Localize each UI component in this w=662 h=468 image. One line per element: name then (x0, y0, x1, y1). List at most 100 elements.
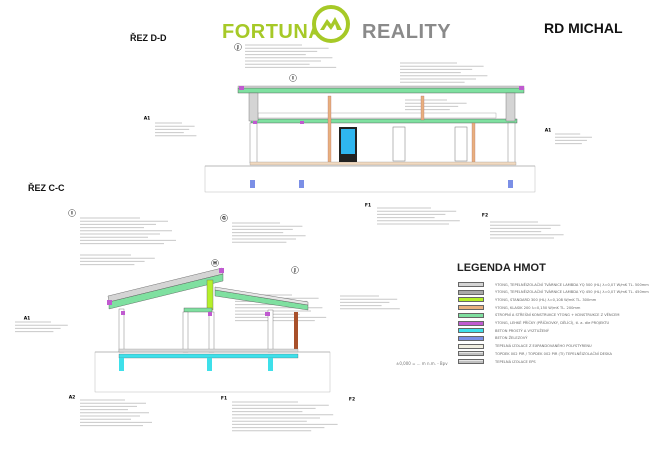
detail-marker: G (220, 214, 228, 222)
column (471, 122, 476, 165)
svg-text:F2: F2 (482, 213, 488, 219)
roof-low (214, 286, 309, 306)
ring-beam (253, 121, 257, 124)
detail-marker: H (211, 259, 219, 267)
legend-label: YTONG, TEPELNĚIZOLAČNÍ TVÁRNICE LAMBDA Y… (495, 282, 649, 287)
detail-marker: J (234, 43, 242, 51)
legend-item: YTONG, STANDARD 300 (HL) λ=0,108 W/mK TL… (458, 296, 596, 303)
ring-beam (208, 312, 212, 316)
foundation-outline (204, 165, 536, 193)
legend-swatch (458, 335, 484, 341)
legend-swatch (458, 359, 484, 364)
svg-text:F2: F2 (349, 397, 355, 403)
svg-text:H: H (213, 261, 217, 267)
section-label-d-d: ŘEZ D-D (130, 33, 167, 43)
elevation-note: ±0,000 = ... m n.m. - Bpv (396, 361, 448, 366)
svg-text:A1: A1 (144, 116, 151, 122)
legend-item: YTONG, LEHKÉ PŘÍČKY (PŘÍČKOVKY, DĚLÍCÍ),… (458, 320, 609, 327)
legend-swatch (458, 343, 484, 349)
roof-high-structure (108, 273, 224, 310)
wall-left-upper (248, 92, 259, 122)
legend-item: STROPNÍ A STŘEŠNÍ KONSTRUKCE YTONG + KON… (458, 312, 620, 319)
footing (299, 180, 304, 188)
svg-text:A2: A2 (69, 395, 76, 401)
detail-marker: F1 (365, 203, 371, 209)
door-glass (341, 129, 355, 154)
detail-marker: I (68, 209, 76, 217)
footing (268, 358, 273, 371)
detail-marker: I (289, 74, 297, 82)
legend-label: TOPDEK 002 PIR / TOPDEK 002 PIR (TI) TEP… (495, 351, 612, 356)
ring-beam (219, 268, 224, 273)
svg-text:I: I (71, 211, 73, 217)
logo: FORTUNA REALITY (222, 3, 451, 47)
legend-label: YTONG, STANDARD 300 (HL) λ=0,108 W/mK TL… (495, 297, 597, 302)
footing (508, 180, 513, 188)
footing (207, 358, 212, 371)
logo-text-right: REALITY (362, 21, 452, 43)
svg-text:F1: F1 (221, 396, 227, 402)
detail-marker: A1 (545, 128, 552, 134)
door (454, 126, 468, 162)
legend-item: TOPDEK 002 PIR / TOPDEK 002 PIR (TI) TEP… (458, 350, 612, 357)
legend-swatch (458, 297, 484, 303)
svg-text:F1: F1 (365, 203, 371, 209)
door (392, 126, 406, 162)
legend-swatch (458, 282, 484, 287)
suspended-ceiling (257, 112, 497, 119)
legend-item: TEPELNÁ IZOLACE EPS (458, 358, 536, 365)
legend-title: LEGENDA HMOT (457, 262, 546, 274)
wall-right (507, 122, 516, 164)
legend-label: BETON PROSTÝ A VYZTUŽENÝ (495, 328, 549, 333)
section-d-d (204, 85, 536, 193)
detail-marker: A1 (144, 116, 151, 122)
ring-beam (519, 86, 524, 90)
footing (119, 358, 124, 371)
detail-marker: F2 (482, 213, 488, 219)
legend-item: YTONG, TEPELNĚIZOLAČNÍ TVÁRNICE LAMBDA Y… (458, 281, 649, 288)
floor-slab (249, 161, 517, 166)
detail-marker: F1 (221, 396, 227, 402)
legend-item: YTONG, KLASIK 200 λ=0,150 W/mK TL. 200mm (458, 304, 580, 311)
legend-swatch (458, 312, 484, 318)
legend-label: BETON ŽELEZOVÝ (495, 336, 528, 341)
svg-text:A1: A1 (24, 316, 31, 322)
ring-beam (239, 86, 244, 90)
legend-label: YTONG, KLASIK 200 λ=0,150 W/mK TL. 200mm (495, 305, 581, 310)
legend-label: TEPELNÁ IZOLACE Z EXPANDOVANÉHO POLYSTYR… (495, 344, 592, 349)
ceiling-slab (250, 118, 518, 124)
logo-text-left: FORTUNA (222, 21, 324, 43)
wall (182, 311, 189, 353)
legend-label: TEPELNÁ IZOLACE EPS (495, 359, 536, 364)
ring-beam (265, 312, 270, 316)
ring-beam (121, 311, 125, 315)
wall (118, 308, 125, 353)
detail-marker: A1 (24, 316, 31, 322)
wall-left (249, 122, 258, 164)
roof-slab (237, 87, 525, 94)
detail-marker: F2 (349, 397, 355, 403)
annotation-notes (15, 44, 592, 432)
floor (118, 348, 299, 353)
legend-swatch (458, 305, 484, 311)
svg-text:I: I (292, 76, 294, 82)
legend-label: YTONG, LEHKÉ PŘÍČKY (PŘÍČKOVKY, DĚLÍCÍ),… (495, 321, 610, 325)
svg-text:A1: A1 (545, 128, 552, 134)
lintel (183, 307, 213, 313)
legend-item: BETON PROSTÝ A VYZTUŽENÝ (458, 327, 549, 334)
wall-right-upper (505, 92, 516, 122)
column (420, 95, 425, 121)
svg-text:G: G (222, 216, 226, 222)
legend-swatch (458, 328, 484, 334)
legend-item: TEPELNÁ IZOLACE Z EXPANDOVANÉHO POLYSTYR… (458, 343, 592, 350)
legend-swatch (458, 320, 484, 326)
section-label-c-c: ŘEZ C-C (28, 183, 65, 193)
roof-insulation (237, 85, 525, 89)
wall-lime (206, 279, 214, 311)
footing (250, 180, 255, 188)
detail-marker: A2 (69, 395, 76, 401)
legend-item: YTONG, TEPELNĚIZOLAČNÍ TVÁRNICE LAMBDA Y… (458, 289, 649, 296)
logo-house-icon (312, 5, 350, 43)
